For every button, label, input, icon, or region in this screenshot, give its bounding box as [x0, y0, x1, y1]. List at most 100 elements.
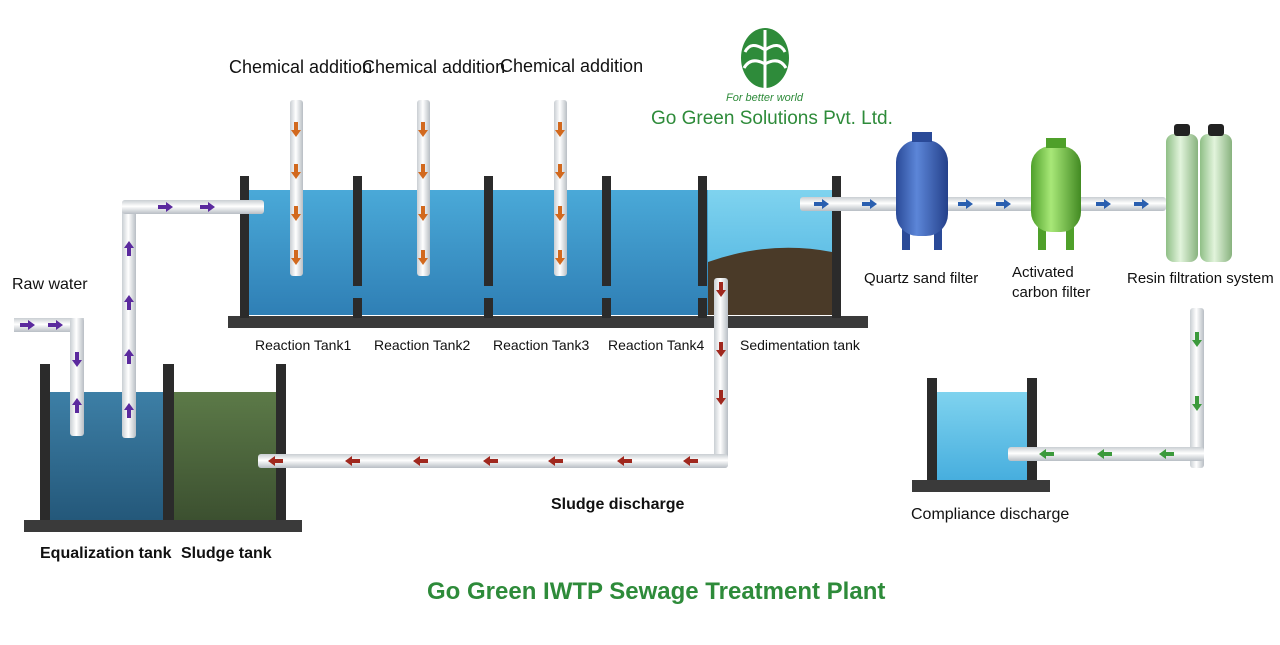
resin-cap-2: [1208, 124, 1224, 136]
flow-arrow-riser: [158, 202, 173, 212]
equalization-water: [50, 392, 163, 520]
resin-cap-1: [1174, 124, 1190, 136]
flow-arrow-chemical: [418, 250, 428, 265]
divider-wall-2: [484, 176, 493, 286]
sludge-tank-label: Sludge tank: [181, 545, 272, 562]
quartz-leg-left: [902, 228, 910, 250]
flow-arrow-chemical: [555, 250, 565, 265]
carbon-top: [1046, 138, 1066, 148]
flow-arrow-treated: [1096, 199, 1111, 209]
sedimentation-tank-label: Sedimentation tank: [740, 337, 860, 353]
tank-wall-right: [832, 176, 841, 318]
flow-arrow-chemical: [291, 122, 301, 137]
chemical-pipe-3: [554, 100, 567, 276]
riser-pipe-v: [122, 200, 136, 438]
compliance-wall-left: [927, 378, 937, 482]
quartz-leg-right: [934, 228, 942, 250]
flow-arrow-discharge: [1192, 332, 1202, 347]
flow-arrow-chemical: [291, 206, 301, 221]
flow-arrow-sludge: [716, 282, 726, 297]
divider-wall-4b: [698, 298, 707, 318]
flow-arrow-treated: [996, 199, 1011, 209]
resin-filtration-system: [1166, 124, 1232, 262]
sedimentation-sludge: [708, 247, 832, 315]
quartz-sand-filter: [896, 132, 948, 250]
flow-arrow-chemical: [418, 206, 428, 221]
sludge-pipe-v: [714, 278, 728, 468]
flow-arrow-raw: [48, 320, 63, 330]
flow-arrow-sludge: [716, 390, 726, 405]
raw-water-label: Raw water: [12, 276, 88, 293]
flow-arrow-treated: [814, 199, 829, 209]
reaction-tank-block: [228, 176, 868, 328]
reaction-tank-3-label: Reaction Tank3: [493, 337, 590, 353]
flow-arrow-riser: [200, 202, 215, 212]
divider-wall-4: [698, 176, 707, 286]
chemical-addition-label-1: Chemical addition: [229, 57, 373, 77]
carbon-leg-right: [1066, 224, 1074, 250]
flow-arrow-sludge: [268, 456, 283, 466]
leaf-icon: [741, 28, 789, 88]
flow-arrow-discharge: [1039, 449, 1054, 459]
flow-arrows: [20, 122, 1202, 466]
chemical-pipe-1: [290, 100, 303, 276]
carbon-filter-label-line1: Activated: [1012, 264, 1074, 281]
reaction-water: [248, 190, 708, 315]
divider-wall-1b: [353, 298, 362, 318]
flow-arrow-chemical: [291, 164, 301, 179]
tank-base: [228, 316, 868, 328]
compliance-tank: [912, 378, 1050, 492]
flow-arrow-treated: [1134, 199, 1149, 209]
tank-wall-left: [240, 176, 249, 318]
flow-arrow-sludge: [683, 456, 698, 466]
brand-name: Go Green Solutions Pvt. Ltd.: [651, 108, 893, 129]
flow-arrow-chemical: [555, 122, 565, 137]
flow-arrow-chemical: [291, 250, 301, 265]
resin-filtration-label: Resin filtration system: [1127, 270, 1274, 287]
flow-arrow-riser: [124, 295, 134, 310]
resin-vessel-1: [1166, 134, 1198, 262]
reaction-tank-1-label: Reaction Tank1: [255, 337, 352, 353]
riser-pipe-h: [122, 200, 264, 214]
flow-arrow-treated: [958, 199, 973, 209]
compliance-water: [937, 392, 1027, 480]
flow-arrow-sludge: [617, 456, 632, 466]
flow-arrow-chemical: [555, 206, 565, 221]
flow-arrow-sludge: [548, 456, 563, 466]
flow-arrow-treated: [862, 199, 877, 209]
flow-arrow-discharge: [1159, 449, 1174, 459]
flow-arrow-riser: [124, 241, 134, 256]
carbon-filter-label-line2: carbon filter: [1012, 284, 1091, 301]
chemical-addition-label-2: Chemical addition: [362, 57, 506, 77]
flow-arrow-sludge: [413, 456, 428, 466]
outlet-pipe-h: [800, 197, 1166, 211]
brand-tagline: For better world: [726, 92, 804, 104]
reaction-tank-2-label: Reaction Tank2: [374, 337, 471, 353]
divider-wall-3b: [602, 298, 611, 318]
diagram-title: Go Green IWTP Sewage Treatment Plant: [427, 578, 886, 605]
divider-wall-3: [602, 176, 611, 286]
flow-arrow-riser: [124, 349, 134, 364]
eq-wall-left: [40, 364, 50, 522]
flow-arrow-raw: [20, 320, 35, 330]
resin-vessel-2: [1200, 134, 1232, 262]
sludge-discharge-label: Sludge discharge: [551, 496, 685, 513]
eq-wall-mid: [163, 364, 174, 522]
carbon-leg-left: [1038, 224, 1046, 250]
flow-arrow-discharge: [1097, 449, 1112, 459]
flow-arrow-sludge: [483, 456, 498, 466]
reaction-tank-4-label: Reaction Tank4: [608, 337, 705, 353]
flow-arrow-discharge: [1192, 396, 1202, 411]
flow-arrow-riser: [124, 403, 134, 418]
chemical-addition-label-3: Chemical addition: [500, 56, 644, 76]
carbon-vessel: [1031, 146, 1081, 232]
activated-carbon-filter: [1031, 138, 1081, 250]
compliance-wall-right: [1027, 378, 1037, 482]
quartz-top: [912, 132, 932, 142]
flow-arrow-sludge: [716, 342, 726, 357]
compliance-base: [912, 480, 1050, 492]
equalization-sludge-block: [24, 364, 302, 532]
chemical-pipe-2: [417, 100, 430, 276]
